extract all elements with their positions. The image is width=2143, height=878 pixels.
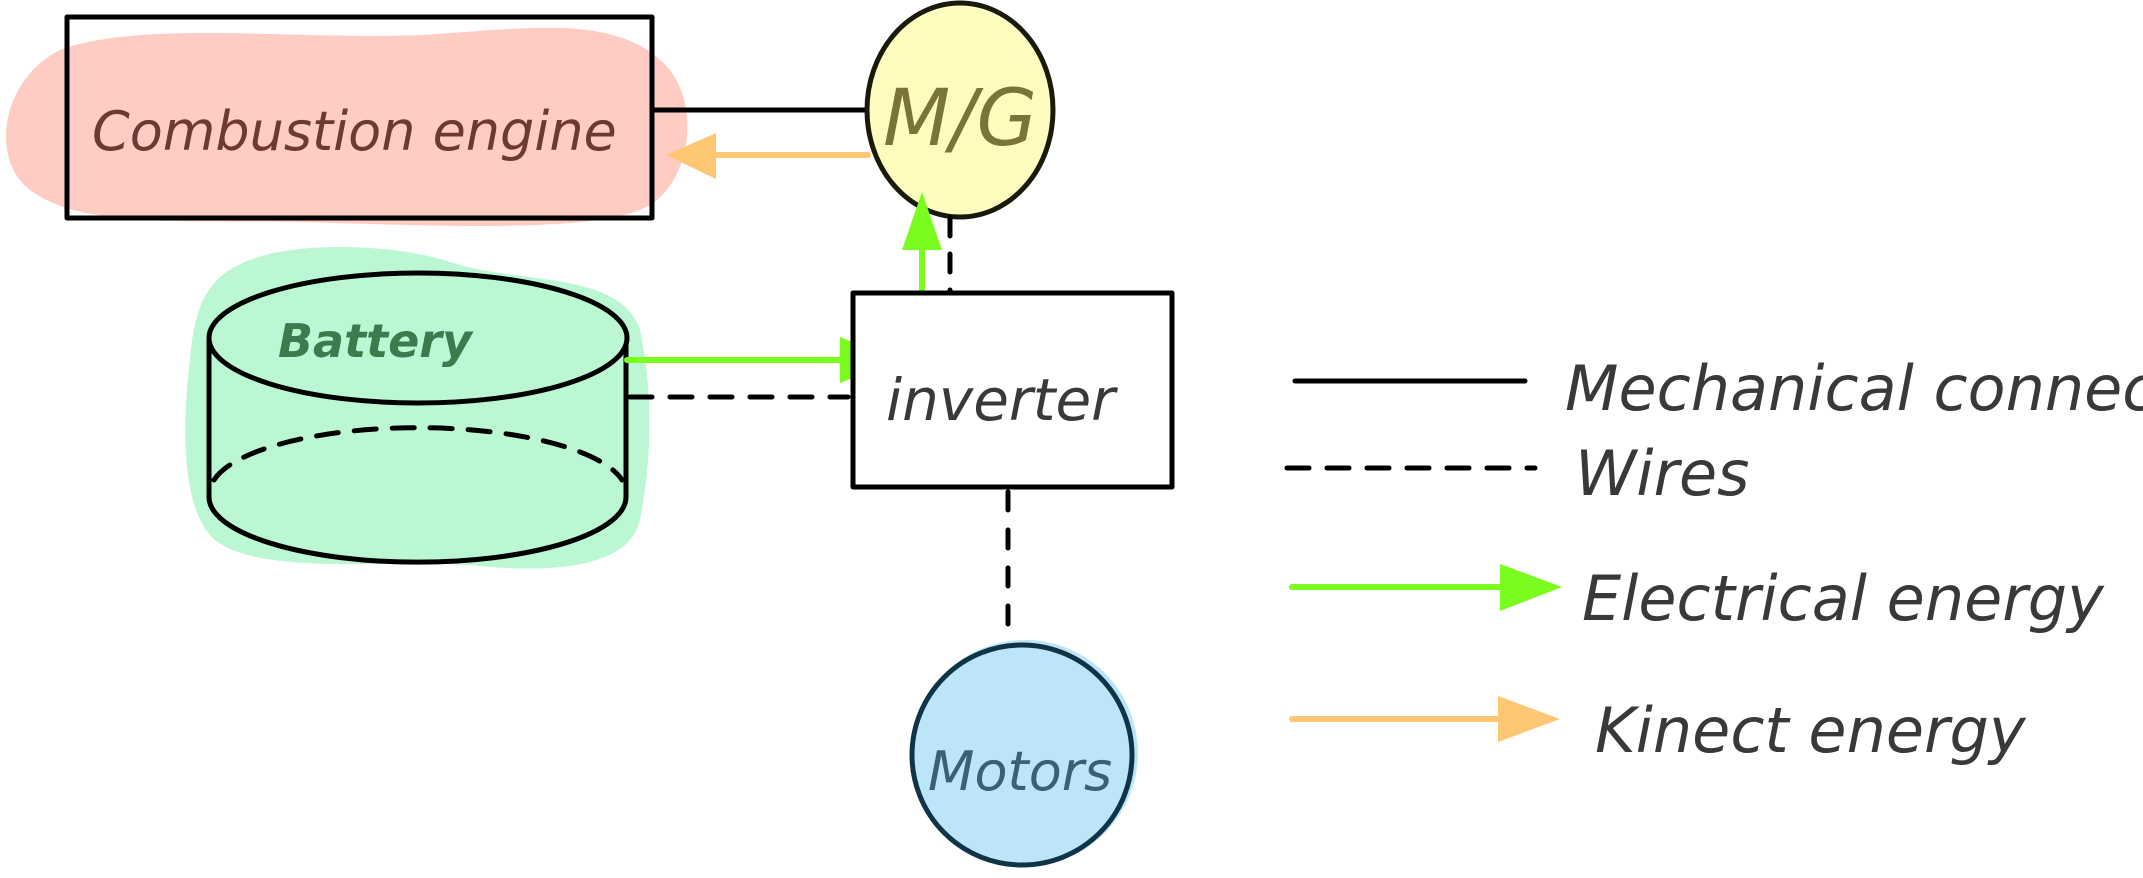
inverter-label: inverter bbox=[886, 366, 1118, 434]
motors-circle bbox=[909, 642, 1135, 868]
legend-label: Electrical energy bbox=[1582, 562, 2105, 635]
motors-label: Motors bbox=[928, 740, 1112, 803]
motor-generator-node[interactable]: M/G bbox=[864, 0, 1056, 220]
combustion-engine-node[interactable]: Combustion engine bbox=[6, 14, 688, 227]
battery-label: Battery bbox=[278, 314, 474, 368]
electrical-arrow-inverter-mg bbox=[902, 192, 942, 295]
battery-node[interactable]: Battery bbox=[185, 247, 650, 569]
battery-bottom-front bbox=[206, 496, 629, 565]
inverter-node[interactable]: inverter bbox=[850, 290, 1175, 490]
inverter-box bbox=[850, 290, 1175, 490]
legend-label: Mechanical connection bbox=[1565, 352, 2143, 425]
legend-orange-arrowhead-icon bbox=[1498, 696, 1560, 742]
battery-bottom-back bbox=[211, 425, 625, 483]
mg-circle bbox=[864, 0, 1056, 220]
engine-box bbox=[64, 14, 655, 221]
legend-item-kinetic: Kinect energy bbox=[1289, 694, 2027, 767]
legend-item-mechanical: Mechanical connection bbox=[1292, 352, 2143, 425]
engine-label: Combustion engine bbox=[92, 100, 617, 163]
legend-item-electrical: Electrical energy bbox=[1289, 562, 2105, 635]
legend-label: Kinect energy bbox=[1595, 694, 2027, 767]
motors-node[interactable]: Motors bbox=[909, 640, 1138, 868]
engine-highlight-blob bbox=[6, 27, 688, 227]
legend-green-arrowhead-icon bbox=[1500, 564, 1562, 611]
mg-label: M/G bbox=[883, 74, 1037, 164]
battery-top bbox=[206, 270, 630, 406]
kinetic-energy-arrow bbox=[666, 133, 871, 179]
legend-label: Wires bbox=[1575, 437, 1749, 510]
legend-item-wires: Wires bbox=[1284, 437, 1749, 510]
legend: Mechanical connection Wires Electrical e… bbox=[1284, 352, 2143, 767]
